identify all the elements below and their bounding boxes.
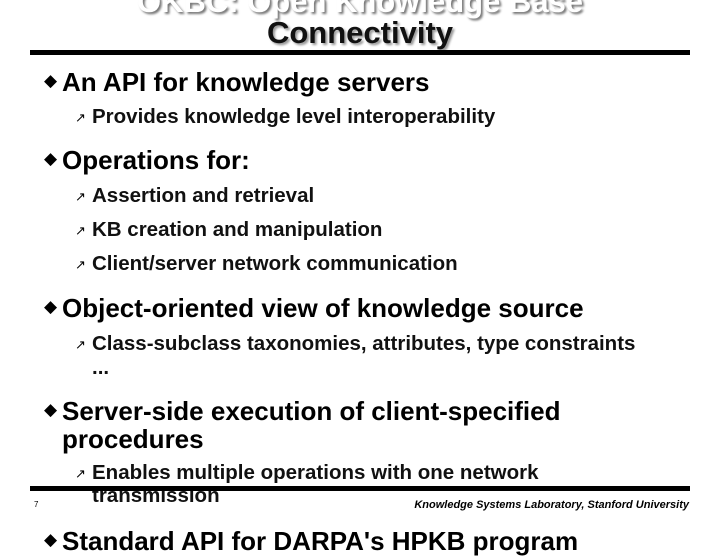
arrow-bullet-icon: ↗ [75,110,86,125]
sub-bullet-text: ... [92,356,110,379]
arrow-bullet-icon: ↗ [75,223,86,238]
diamond-bullet-icon: ◆ [44,297,58,316]
bullet-text: procedures [62,424,204,454]
title-line-1: OKBC: Open Knowledge Base [136,0,584,19]
arrow-bullet-icon: ↗ [75,337,86,352]
diamond-bullet-icon: ◆ [44,149,58,168]
sub-bullet-text: KB creation and manipulation [92,218,383,241]
page-title: Connectivity [266,15,454,50]
bullet-text: Standard API for DARPA's HPKB program [62,526,579,556]
bullet-text: An API for knowledge servers [62,67,430,97]
page-number: 7 [34,500,39,509]
bullet-text: Server-side execution of client-specifie… [62,396,561,426]
sub-bullet-text: Assertion and retrieval [92,184,315,207]
arrow-bullet-icon: ↗ [75,257,86,272]
footer-credit: Knowledge Systems Laboratory, Stanford U… [414,499,689,511]
bullet-text: Operations for: [62,145,250,175]
sub-bullet-text: Client/server network communication [92,252,458,275]
title-divider [30,50,690,55]
arrow-bullet-icon: ↗ [75,189,86,204]
bullet-text: Object-oriented view of knowledge source [62,293,584,323]
diamond-bullet-icon: ◆ [44,71,58,90]
arrow-bullet-icon: ↗ [75,466,86,481]
sub-bullet-text: Provides knowledge level interoperabilit… [92,105,496,128]
sub-bullet-text: Enables multiple operations with one net… [92,461,539,484]
sub-bullet-text: Class-subclass taxonomies, attributes, t… [92,332,636,355]
diamond-bullet-icon: ◆ [44,530,58,549]
diamond-bullet-icon: ◆ [44,400,58,419]
footer-divider [30,486,690,491]
